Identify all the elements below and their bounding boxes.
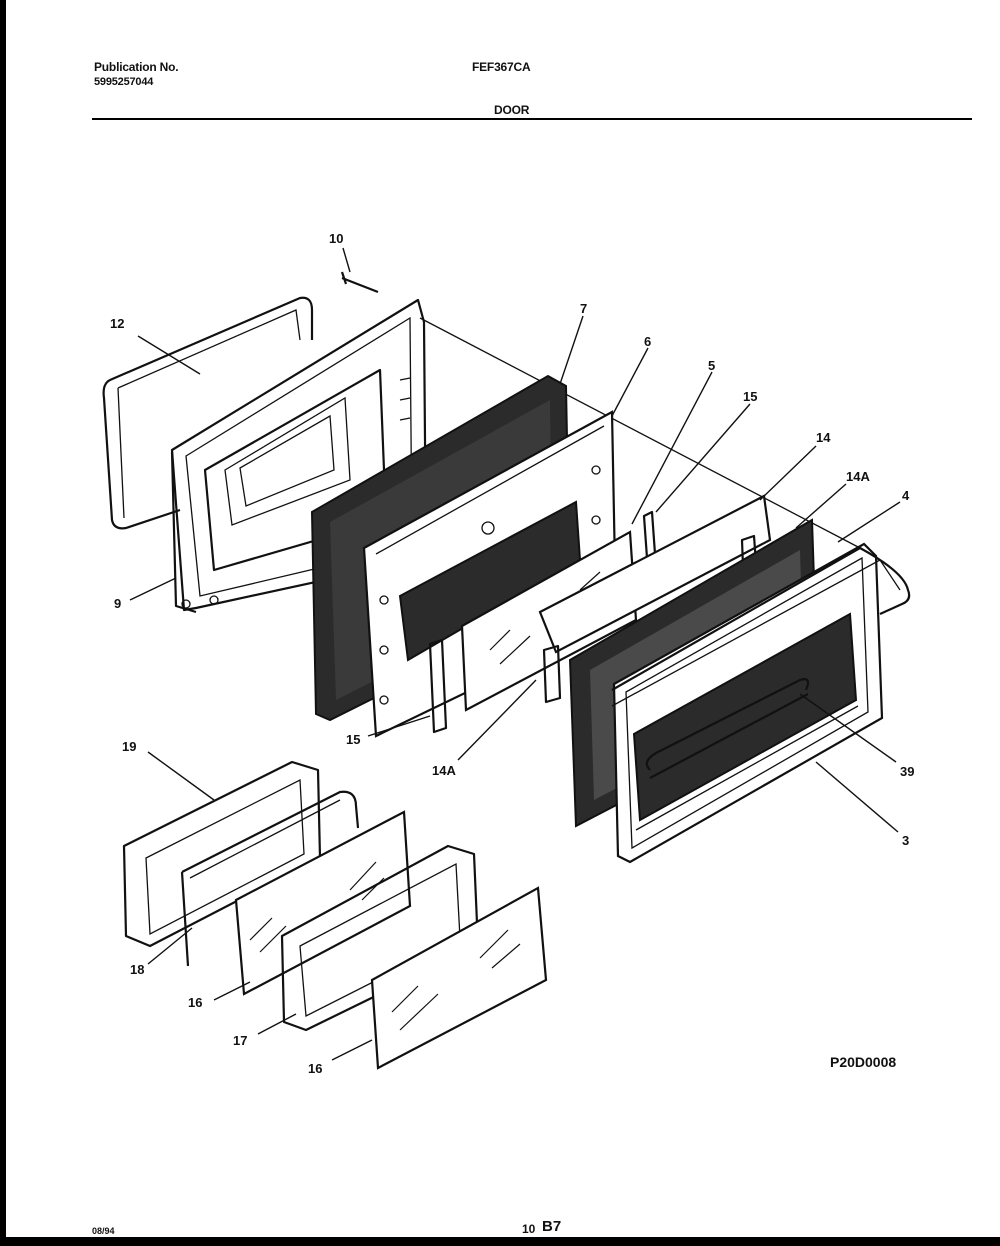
section-title: DOOR <box>494 103 530 117</box>
part-4-handle-trim <box>611 546 911 707</box>
leader-5 <box>631 371 713 525</box>
callout-18: 18 <box>130 962 144 977</box>
callout-19: 19 <box>122 739 136 754</box>
leader-3 <box>815 761 899 833</box>
leader-17 <box>257 1013 297 1035</box>
drawing-code: P20D0008 <box>830 1054 896 1070</box>
callout-16-outer: 16 <box>308 1061 322 1076</box>
leader-15-top <box>655 403 751 513</box>
leader-18 <box>147 927 193 965</box>
leader-9 <box>129 577 177 601</box>
scan-border-left <box>0 0 6 1246</box>
leader-15-bottom <box>367 715 431 737</box>
leader-39 <box>799 693 897 763</box>
callout-14a-top: 14A <box>846 469 870 484</box>
part-15-hinge-channel-left <box>428 638 448 734</box>
part-16-drawer-glass-inner <box>234 810 412 996</box>
leader-7 <box>559 315 584 385</box>
part-18-drawer-gasket <box>180 790 360 967</box>
callout-15-top: 15 <box>743 389 757 404</box>
callout-10: 10 <box>329 231 343 246</box>
leader-16-outer <box>331 1039 373 1061</box>
callout-3: 3 <box>902 833 909 848</box>
callout-4: 4 <box>902 488 910 503</box>
callout-16-inner: 16 <box>188 995 202 1010</box>
scan-border-bottom <box>0 1237 1000 1246</box>
leader-19 <box>147 751 215 801</box>
leader-12 <box>137 335 201 375</box>
callout-17: 17 <box>233 1033 247 1048</box>
leader-14a-top <box>795 483 847 529</box>
model-number: FEF367CA <box>472 60 531 74</box>
callout-7: 7 <box>580 301 587 316</box>
callout-39: 39 <box>900 764 914 779</box>
callout-15-bottom: 15 <box>346 732 360 747</box>
leader-10 <box>342 247 351 273</box>
callout-6: 6 <box>644 334 651 349</box>
footer-page-number: 10 <box>522 1222 536 1236</box>
publication-label: Publication No. <box>94 60 179 74</box>
footer-date-code: 08/94 <box>92 1226 115 1236</box>
callout-12: 12 <box>110 316 124 331</box>
leader-4 <box>837 501 901 543</box>
callout-9: 9 <box>114 596 121 611</box>
leader-6 <box>611 347 649 417</box>
leader-16-inner <box>213 981 251 1001</box>
callout-14a-bottom: 14A <box>432 763 456 778</box>
leader-14a-bottom <box>457 679 537 761</box>
part-39-door-handle <box>645 678 810 779</box>
part-16-drawer-glass-outer <box>370 886 548 1070</box>
header-rule <box>92 118 972 120</box>
assembly-guide-line <box>419 317 861 549</box>
publication-number: 5995257044 <box>94 76 154 88</box>
callout-14-top: 14 <box>816 430 831 445</box>
part-3-outer-door-panel <box>612 542 884 864</box>
leader-14-top <box>759 445 817 501</box>
footer-page-code: B7 <box>542 1218 562 1235</box>
callout-5: 5 <box>708 358 715 373</box>
part-10-screw <box>341 276 379 294</box>
part-12-door-gasket <box>102 296 314 530</box>
